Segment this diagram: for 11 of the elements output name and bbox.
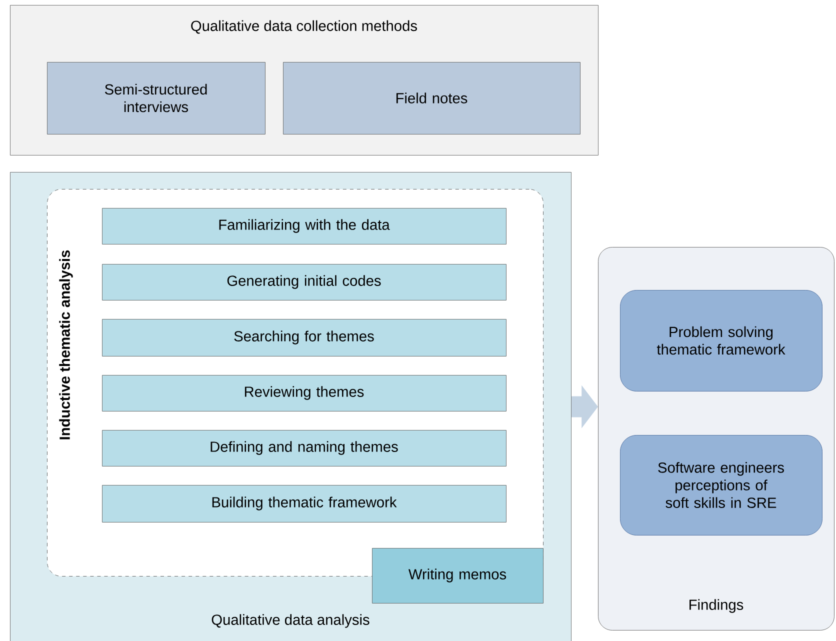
- step-box: Building thematic framework: [102, 485, 506, 522]
- method-box: Semi-structured interviews: [47, 62, 266, 134]
- step-box: Reviewing themes: [102, 375, 506, 412]
- finding-box: Software engineers perceptions of soft skills in SRE: [620, 435, 822, 536]
- step-box: Defining and naming themes: [102, 430, 506, 466]
- step-box: Familiarizing with the data: [102, 208, 506, 244]
- finding-box: Problem solving thematic framework: [620, 290, 822, 392]
- step-box: Generating initial codes: [102, 264, 506, 300]
- method-box: Field notes: [283, 62, 580, 134]
- step-box: Searching for themes: [102, 319, 506, 356]
- memo-box: Writing memos: [372, 548, 544, 604]
